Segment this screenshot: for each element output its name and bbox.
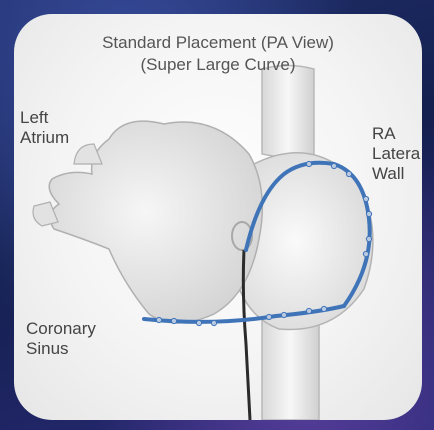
label-ra-2: Latera xyxy=(372,144,420,164)
diagram-title-line1: Standard Placement (PA View) xyxy=(14,32,422,54)
label-ra-3: Wall xyxy=(372,164,404,184)
pulmonary-vein-upper xyxy=(74,144,102,164)
label-coronary-sinus-1: Coronary xyxy=(26,319,96,339)
label-left-atrium-2: Atrium xyxy=(20,128,69,148)
label-left-atrium-1: Left xyxy=(20,108,48,128)
pulmonary-vein-lower xyxy=(33,202,58,226)
label-coronary-sinus-2: Sinus xyxy=(26,339,69,359)
illustration-card: Standard Placement (PA View) (Super Larg… xyxy=(14,14,422,420)
diagram-title-line2: (Super Large Curve) xyxy=(14,54,422,76)
label-ra-1: RA xyxy=(372,124,396,144)
superior-vena-cava xyxy=(262,66,314,160)
